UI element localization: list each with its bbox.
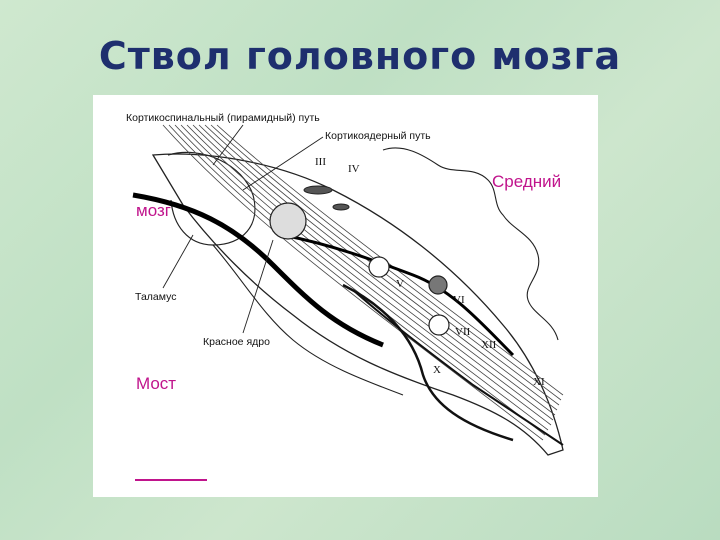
red-nucleus (269, 202, 307, 240)
nucleus-iii-iv (303, 185, 333, 195)
nerve-label-xii: XII (481, 339, 497, 351)
label-corticospinal: Кортикоспинальный (пирамидный) путь (126, 112, 320, 124)
nucleus-v (368, 256, 390, 278)
diagram-drawing: Кортикоспинальный (пирамидный) путь Корт… (126, 112, 564, 456)
label-red-nucleus: Красное ядро (203, 336, 270, 348)
nerve-label-iv: IV (348, 163, 360, 175)
nerve-label-vii: VII (455, 326, 471, 338)
nucleus-vii (428, 314, 450, 336)
thalamus-outline (167, 151, 256, 246)
cerebellum-outline (382, 147, 559, 341)
nerve-label-xi: XI (533, 376, 545, 388)
nerve-label-x: X (433, 364, 441, 376)
pons-outline (212, 244, 404, 396)
label-corticonuclear: Кортикоядерный путь (325, 130, 431, 142)
nerve-label-iii: III (315, 156, 326, 168)
black-tract-4 (352, 289, 564, 446)
nerve-label-v: V (396, 278, 404, 290)
pink-underline (135, 479, 207, 481)
label-midbrain-line1: Средний (492, 172, 562, 191)
leader-lines (162, 124, 324, 334)
black-tract-3 (342, 283, 514, 442)
brainstem-outline (151, 153, 564, 456)
brainstem-diagram: Кортикоспинальный (пирамидный) путь Корт… (93, 95, 598, 497)
corticospinal-fibers (162, 124, 564, 441)
slide-title: Ствол головного мозга (98, 34, 622, 78)
black-tract-2 (282, 233, 515, 357)
label-thalamus: Таламус (135, 291, 176, 303)
nerve-label-vi: VI (453, 294, 465, 306)
black-tract-1 (132, 192, 384, 348)
label-pons: Мост (136, 374, 177, 393)
label-midbrain-line2: мозг (136, 201, 171, 220)
nucleus-vi (428, 275, 448, 295)
nucleus-iv (332, 203, 350, 211)
